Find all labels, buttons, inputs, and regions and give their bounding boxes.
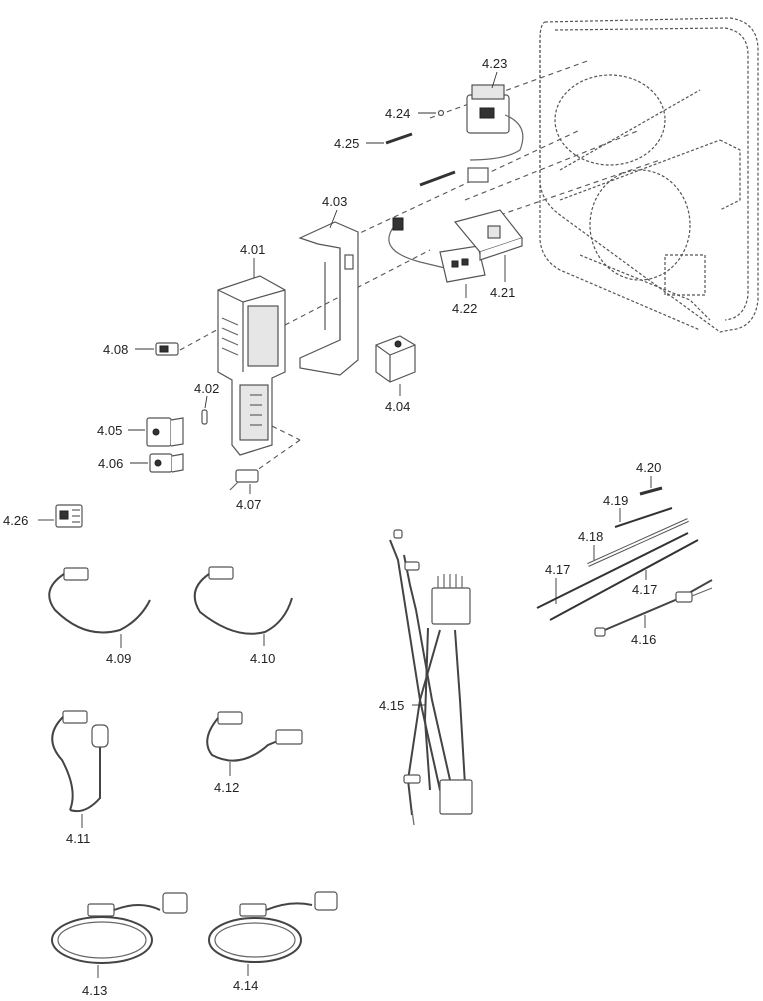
- part-4-19-rod: [614, 507, 673, 528]
- part-4-11-temperature-sensor: [51, 710, 109, 813]
- label-4-05: 4.05: [97, 423, 122, 438]
- assembly-lines: [179, 59, 661, 476]
- label-4-25: 4.25: [334, 136, 359, 151]
- label-4-24: 4.24: [385, 106, 410, 121]
- part-4-25-bolt: [385, 132, 456, 187]
- label-4-17-b: 4.17: [632, 582, 657, 597]
- part-4-20-rod: [639, 486, 663, 496]
- part-4-05-terminal-block: [146, 417, 184, 447]
- part-4-26-connector: [55, 504, 83, 528]
- label-4-14: 4.14: [233, 978, 258, 993]
- part-4-23-ignition-unit: [466, 84, 524, 183]
- part-4-15-wiring-harness: [389, 529, 473, 826]
- label-4-17-a: 4.17: [545, 562, 570, 577]
- label-4-01: 4.01: [240, 242, 265, 257]
- label-4-19: 4.19: [603, 493, 628, 508]
- label-4-23: 4.23: [482, 56, 507, 71]
- part-4-12-cable: [206, 711, 303, 762]
- part-4-04-coil: [375, 335, 416, 383]
- label-4-18: 4.18: [578, 529, 603, 544]
- part-4-17-rods: [536, 532, 699, 621]
- label-4-20: 4.20: [636, 460, 661, 475]
- part-4-09-cable: [48, 567, 151, 634]
- label-4-04: 4.04: [385, 399, 410, 414]
- part-4-16-ionisation-cable: [594, 579, 713, 637]
- label-4-21: 4.21: [490, 285, 515, 300]
- part-4-10-cable: [193, 566, 293, 635]
- label-4-08: 4.08: [103, 342, 128, 357]
- label-4-22: 4.22: [452, 301, 477, 316]
- part-4-14-cable: [208, 891, 338, 963]
- part-4-24-screw: [437, 109, 445, 117]
- label-4-13: 4.13: [82, 983, 107, 998]
- label-4-12: 4.12: [214, 780, 239, 795]
- label-4-26: 4.26: [3, 513, 28, 528]
- part-4-03-mounting-bracket: [298, 221, 359, 376]
- label-4-16: 4.16: [631, 632, 656, 647]
- label-4-06: 4.06: [98, 456, 123, 471]
- label-4-09: 4.09: [106, 651, 131, 666]
- label-4-15: 4.15: [379, 698, 404, 713]
- part-4-21-front-plate: [453, 209, 523, 261]
- part-4-08-connector: [155, 342, 179, 356]
- part-4-18-rod: [587, 518, 689, 567]
- part-4-22-control-panel: [388, 217, 486, 283]
- label-4-03: 4.03: [322, 194, 347, 209]
- label-4-02: 4.02: [194, 381, 219, 396]
- boiler-housing-outline: [539, 17, 759, 333]
- label-4-07: 4.07: [236, 497, 261, 512]
- part-4-02-fuse: [201, 409, 208, 425]
- part-4-01-control-box: [217, 275, 286, 456]
- label-4-11: 4.11: [66, 831, 90, 846]
- part-4-07-connector: [229, 469, 259, 491]
- part-4-13-cable: [51, 892, 188, 964]
- part-4-06-terminal-block: [149, 453, 184, 473]
- label-4-10: 4.10: [250, 651, 275, 666]
